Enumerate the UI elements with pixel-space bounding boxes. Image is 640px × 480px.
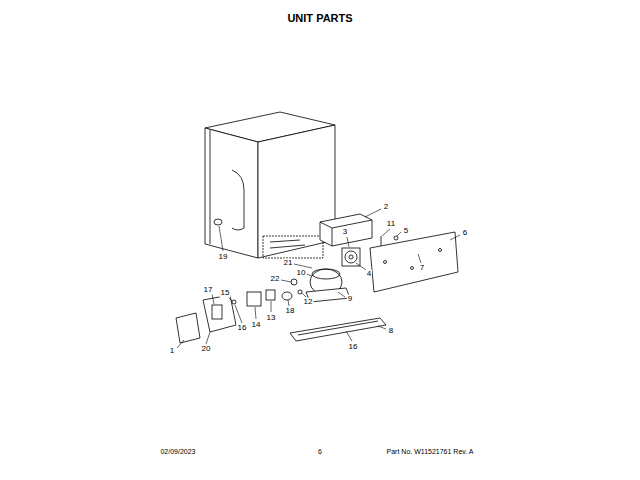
callout-number: 21 [283, 259, 294, 268]
callout-number: 5 [403, 227, 409, 236]
callout-number: 22 [270, 275, 281, 284]
callout-number: 10 [296, 269, 307, 278]
fan [342, 248, 360, 266]
side-cutout [232, 170, 244, 230]
thermostat [212, 305, 222, 319]
callout-number: 2 [383, 203, 389, 212]
callout-number: 16 [348, 343, 359, 352]
callout-number: 17 [203, 286, 214, 295]
control-cover [176, 313, 200, 343]
cabinet-side [205, 128, 258, 258]
relay [266, 290, 275, 300]
callout-number: 12 [303, 298, 314, 307]
panel-hole [439, 249, 442, 252]
drain-tray [290, 318, 386, 341]
callout-number: 20 [201, 345, 212, 354]
callout-number: 8 [388, 327, 394, 336]
page-number: 6 [317, 448, 323, 456]
footer-date: 02/09/2023 [159, 448, 196, 456]
cabinet-edge [210, 130, 211, 244]
callout-number: 1 [169, 347, 175, 356]
grommet [214, 219, 222, 225]
panel-hole [411, 267, 414, 270]
screw [381, 236, 382, 246]
machine-compartment [263, 236, 323, 258]
callout-number: 6 [462, 229, 468, 238]
grommet [291, 279, 297, 285]
callout-number: 3 [342, 228, 348, 237]
tubing [270, 245, 305, 248]
callout-number: 19 [218, 253, 229, 262]
callout-number: 15 [220, 289, 231, 298]
callout-number: 14 [251, 321, 262, 330]
callout-number: 7 [419, 264, 425, 273]
callout-number: 18 [285, 307, 296, 316]
callout-number: 11 [386, 220, 396, 229]
start-device [247, 292, 261, 306]
callout-number: 16 [237, 324, 248, 333]
box-edge [332, 220, 372, 228]
callout-number: 9 [347, 295, 353, 304]
part-number: Part No. W11521761 Rev. A [386, 448, 475, 456]
screw [394, 236, 398, 240]
callout-number: 13 [266, 314, 277, 323]
tray-ridge [298, 321, 378, 335]
fan-blade [345, 251, 357, 263]
bracket [203, 295, 236, 332]
box-edge [320, 222, 332, 228]
tubing [270, 240, 300, 242]
screw [232, 300, 236, 304]
rear-panel [370, 232, 458, 292]
panel-hole [384, 261, 387, 264]
washer [298, 290, 302, 294]
compressor-top [312, 269, 340, 279]
overload [282, 292, 292, 300]
callout-number: 4 [366, 270, 372, 279]
control-box [320, 214, 372, 246]
leader-lines [177, 209, 460, 348]
box-edge [332, 228, 333, 246]
page-title: UNIT PARTS [287, 12, 352, 24]
fan-hub [349, 255, 353, 259]
